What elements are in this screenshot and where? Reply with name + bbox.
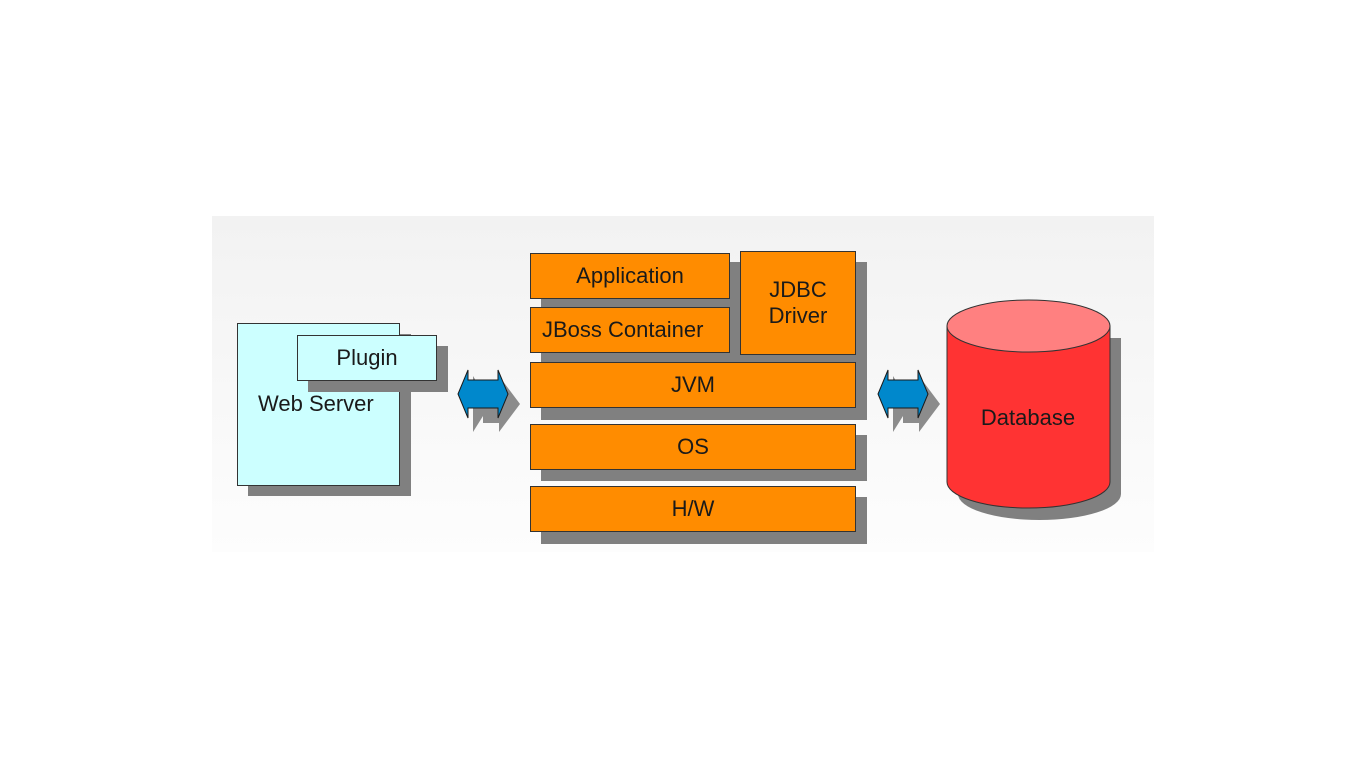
- jvm-label: JVM: [671, 372, 715, 397]
- jdbc-driver-box: JDBC Driver: [740, 251, 856, 355]
- os-box: OS: [530, 424, 856, 470]
- left-double-arrow-icon: [457, 369, 509, 419]
- application-box: Application: [530, 253, 730, 299]
- os-label: OS: [677, 434, 709, 459]
- application-label: Application: [576, 263, 684, 288]
- database-label: Database: [981, 405, 1075, 430]
- jboss-container-box: JBoss Container: [530, 307, 730, 353]
- jvm-box: JVM: [530, 362, 856, 408]
- hw-label: H/W: [671, 496, 715, 521]
- jdbc-driver-label-line2: Driver: [768, 303, 828, 328]
- database-cylinder-icon: [946, 299, 1111, 509]
- plugin-label: Plugin: [336, 345, 398, 370]
- right-double-arrow-icon: [877, 369, 929, 419]
- plugin-box: Plugin: [297, 335, 437, 381]
- web-server-label: Web Server: [258, 391, 374, 416]
- web-server-box: Web Server: [237, 323, 400, 486]
- jdbc-driver-label-line1: JDBC: [769, 277, 827, 302]
- jboss-container-label: JBoss Container: [542, 317, 704, 342]
- hw-box: H/W: [530, 486, 856, 532]
